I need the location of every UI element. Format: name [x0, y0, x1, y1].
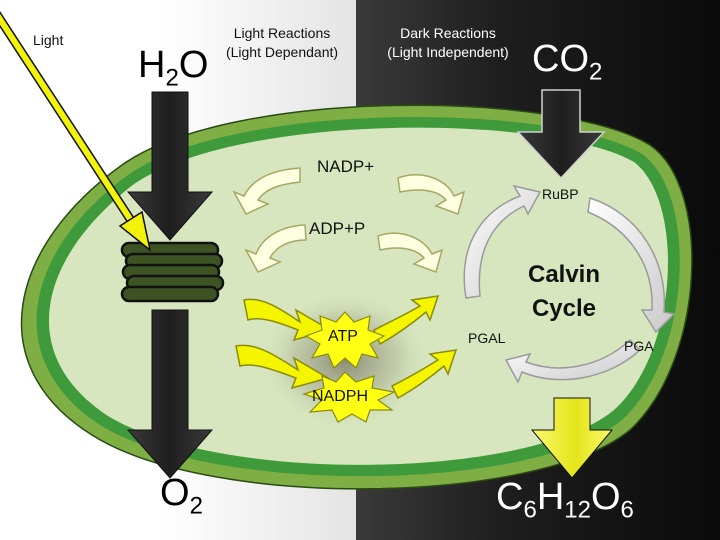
- glucose-formula-o: O: [590, 476, 621, 518]
- water-formula-subscript: 2: [165, 64, 179, 92]
- dark-reactions-title: Dark Reactions: [400, 25, 496, 41]
- adp-arrow-left: [244, 224, 307, 273]
- carbon-dioxide-input-arrow: [516, 89, 606, 180]
- rubp-label: RuBP: [542, 186, 579, 202]
- pgal-label: PGAL: [468, 330, 506, 346]
- oxygen-formula-base: O: [160, 472, 190, 514]
- glucose-output-arrow: [530, 397, 614, 479]
- nadp-arrow-right: [397, 174, 466, 215]
- light-label: Light: [33, 32, 64, 48]
- nadph-arrow-right: [390, 349, 458, 400]
- light-reactions-header: Light Reactions (Light Dependant): [212, 24, 352, 62]
- oxygen-formula-subscript: 2: [189, 492, 203, 520]
- calvin-cycle-line2: Cycle: [531, 295, 597, 322]
- atp-burst: [304, 311, 386, 370]
- carbon-dioxide-formula: CO2: [532, 40, 602, 85]
- nadph-burst: [302, 371, 396, 423]
- pga-label: PGA: [624, 338, 654, 354]
- light-ray-arrowhead: [118, 210, 152, 252]
- glucose-formula-c: C: [496, 476, 524, 518]
- calvin-cycle-line1: Calvin: [527, 261, 601, 288]
- calvin-arrow-right: [587, 197, 676, 334]
- thylakoid-granum: [120, 241, 225, 303]
- dark-reactions-header: Dark Reactions (Light Independent): [370, 24, 526, 62]
- light-reactions-subtitle: (Light Dependant): [225, 44, 339, 60]
- atp-label: ATP: [328, 328, 358, 345]
- light-reactions-title: Light Reactions: [233, 25, 331, 41]
- atp-arrow-right: [373, 295, 440, 346]
- water-formula-tail: O: [178, 44, 209, 86]
- calvin-arrow-bottom: [504, 338, 642, 384]
- oxygen-output-arrow: [126, 309, 214, 479]
- oxygen-formula: O2: [160, 474, 203, 519]
- nadp-arrow-left: [232, 167, 301, 215]
- glucose-formula-c-subscript: 6: [523, 496, 537, 524]
- calvin-cycle-label: Calvin Cycle: [516, 258, 612, 326]
- dark-reactions-subtitle: (Light Independent): [387, 44, 509, 60]
- adp-arrow-right: [377, 232, 444, 273]
- water-formula: H2O: [138, 46, 208, 91]
- water-formula-base: H: [138, 44, 166, 86]
- glucose-formula-h-subscript: 12: [564, 496, 591, 524]
- light-ray-arrow-core: [0, 13, 135, 224]
- carbon-dioxide-formula-subscript: 2: [589, 58, 603, 86]
- glucose-formula-h: H: [536, 476, 565, 518]
- nadp-plus-label: NADP+: [317, 157, 375, 176]
- carbon-dioxide-formula-base: CO: [532, 38, 589, 80]
- water-input-arrow: [126, 91, 214, 241]
- glucose-formula-o-subscript: 6: [620, 496, 634, 524]
- calvin-arrow-top-left: [463, 184, 542, 299]
- adp-p-label: ADP+P: [309, 219, 366, 238]
- nadph-label: NADPH: [312, 388, 369, 405]
- glucose-formula: C6H12O6: [496, 478, 634, 523]
